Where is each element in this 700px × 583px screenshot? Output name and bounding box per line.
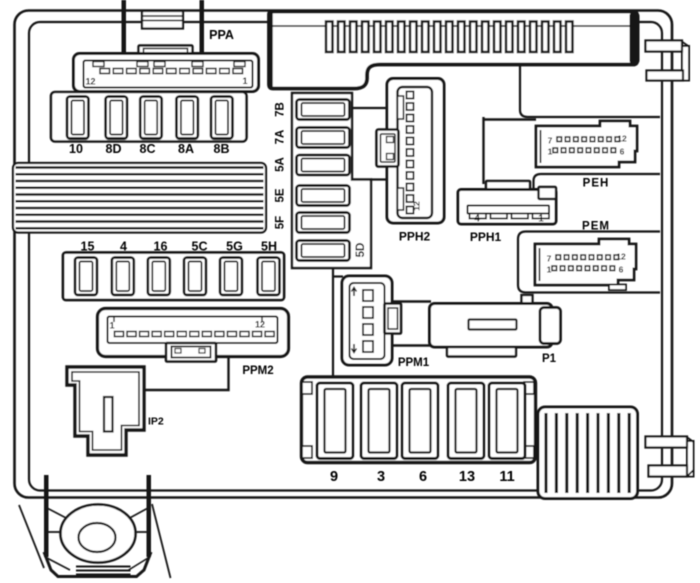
- svg-text:12: 12: [255, 320, 265, 330]
- svg-text:1: 1: [242, 76, 247, 86]
- svg-text:8C: 8C: [140, 142, 156, 156]
- svg-text:12: 12: [616, 252, 626, 262]
- svg-text:8A: 8A: [178, 142, 194, 156]
- svg-text:5D: 5D: [355, 243, 367, 258]
- svg-text:6: 6: [419, 469, 427, 485]
- svg-text:9: 9: [330, 469, 338, 485]
- svg-text:7: 7: [547, 254, 552, 264]
- svg-text:IP2: IP2: [148, 416, 164, 428]
- svg-text:5H: 5H: [261, 240, 277, 254]
- svg-text:1: 1: [548, 147, 553, 157]
- svg-text:13: 13: [459, 469, 475, 485]
- svg-text:12: 12: [412, 201, 422, 211]
- svg-text:7B: 7B: [275, 102, 287, 117]
- svg-text:11: 11: [499, 469, 514, 485]
- svg-text:6: 6: [619, 265, 624, 275]
- svg-text:1: 1: [547, 265, 552, 275]
- svg-text:12: 12: [85, 77, 95, 87]
- svg-text:5C: 5C: [192, 240, 208, 254]
- svg-text:6: 6: [620, 147, 625, 157]
- svg-text:8D: 8D: [106, 142, 122, 156]
- svg-text:1: 1: [538, 214, 544, 225]
- svg-text:PPM1: PPM1: [398, 357, 430, 369]
- svg-text:PPH2: PPH2: [399, 230, 431, 244]
- svg-text:P1: P1: [542, 353, 557, 365]
- svg-text:7: 7: [548, 136, 553, 146]
- svg-text:4: 4: [474, 214, 480, 225]
- svg-text:12: 12: [617, 134, 627, 144]
- svg-text:8B: 8B: [214, 142, 230, 156]
- svg-text:PPA: PPA: [209, 28, 234, 42]
- svg-text:4: 4: [120, 240, 127, 254]
- svg-text:7A: 7A: [275, 130, 287, 145]
- svg-text:PPH1: PPH1: [470, 230, 502, 244]
- svg-text:3: 3: [377, 469, 385, 485]
- svg-text:5E: 5E: [275, 188, 287, 202]
- svg-text:5A: 5A: [275, 157, 287, 172]
- svg-text:PEH: PEH: [583, 178, 610, 190]
- svg-text:10: 10: [69, 142, 83, 156]
- svg-text:PPM2: PPM2: [242, 365, 273, 377]
- svg-text:15: 15: [81, 240, 95, 254]
- svg-text:16: 16: [154, 240, 168, 254]
- svg-text:1: 1: [109, 321, 114, 331]
- svg-text:PEM: PEM: [582, 221, 610, 233]
- svg-text:5G: 5G: [226, 240, 243, 254]
- svg-text:5F: 5F: [275, 216, 287, 229]
